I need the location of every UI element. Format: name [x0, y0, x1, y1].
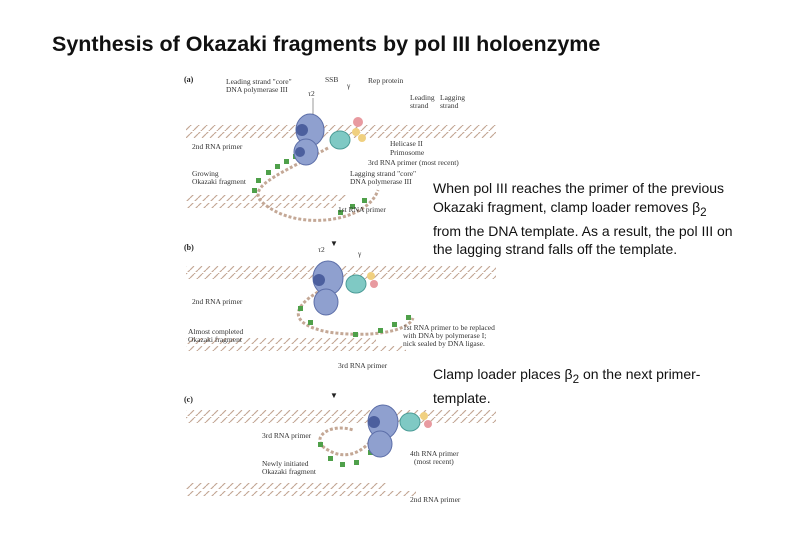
caption-step-1: When pol III reaches the primer of the p…	[433, 179, 733, 259]
beta-symbol: β	[692, 199, 700, 215]
label-almost-2: Okazaki fragment	[188, 335, 243, 344]
label-rep: Rep protein	[368, 76, 403, 85]
label-tau2-a: τ2	[308, 89, 315, 98]
beta-clamp-c	[368, 416, 380, 428]
primosome-a	[352, 128, 360, 136]
label-lagging-core-2: DNA polymerase III	[350, 177, 412, 186]
dna-strand-c	[186, 410, 496, 416]
label-replace-3: nick sealed by DNA ligase.	[403, 339, 485, 348]
dna-strand-lower-2	[186, 203, 336, 208]
caption-step-2-text-a: Clamp loader places	[433, 366, 565, 382]
label-1st-primer: 1st RNA primer	[338, 205, 386, 214]
label-tau2-b: τ2	[318, 245, 325, 254]
panel-c: (c) ▼ 3rd RNA primer Newly initiated Oka…	[184, 391, 496, 504]
panel-b-tag: (b)	[184, 243, 194, 252]
arrow-b: ▼	[330, 239, 338, 248]
beta-symbol-2: β	[565, 366, 573, 382]
label-leading-core-2: DNA polymerase III	[226, 85, 288, 94]
dna-strand-lower	[186, 195, 346, 201]
label-ssb: SSB	[325, 75, 338, 84]
caption-step-2: Clamp loader places β2 on the next prime…	[433, 365, 733, 408]
caption-step-1-text-b: from the DNA template. As a result, the …	[433, 223, 733, 258]
label-2nd-primer-b: 2nd RNA primer	[192, 297, 243, 306]
helicase-a	[330, 131, 350, 149]
label-2nd-primer-a: 2nd RNA primer	[192, 142, 243, 151]
helicase-b	[346, 275, 366, 293]
label-3rd-primer-a: 3rd RNA primer (most recent)	[368, 158, 459, 167]
label-growing-2: Okazaki fragment	[192, 177, 247, 186]
ssb-beads-b	[298, 306, 411, 337]
label-primosome: Primosome	[390, 148, 425, 157]
rep-protein-a	[353, 117, 363, 127]
beta-clamp-a-2	[295, 147, 305, 157]
beta-clamp-b	[313, 274, 325, 286]
label-gamma-b: γ	[357, 249, 362, 258]
panel-c-tag: (c)	[184, 395, 193, 404]
helicase-c	[400, 413, 420, 431]
arrow-c: ▼	[330, 391, 338, 400]
label-3rd-primer-b: 3rd RNA primer	[338, 361, 388, 370]
label-lagging-2: strand	[440, 101, 459, 110]
panel-a-tag: (a)	[184, 75, 194, 84]
label-2nd-primer-c: 2nd RNA primer	[410, 495, 461, 504]
label-3rd-primer-c: 3rd RNA primer	[262, 431, 312, 440]
okazaki-figure: (a) Leading strand "core" DNA polymerase…	[178, 70, 518, 510]
label-leading-2: strand	[410, 101, 429, 110]
label-helicase: Helicase II	[390, 139, 423, 148]
beta-subscript: 2	[700, 205, 706, 218]
label-newly-2: Okazaki fragment	[262, 467, 317, 476]
label-gamma-a: γ	[346, 81, 351, 90]
caption-step-1-text-a: When pol III reaches the primer of the p…	[433, 180, 724, 215]
dna-strand-top	[186, 125, 496, 131]
slide-title: Synthesis of Okazaki fragments by pol II…	[52, 32, 782, 57]
beta-clamp-a	[296, 124, 308, 136]
label-4th-primer-2: (most recent)	[414, 457, 454, 466]
